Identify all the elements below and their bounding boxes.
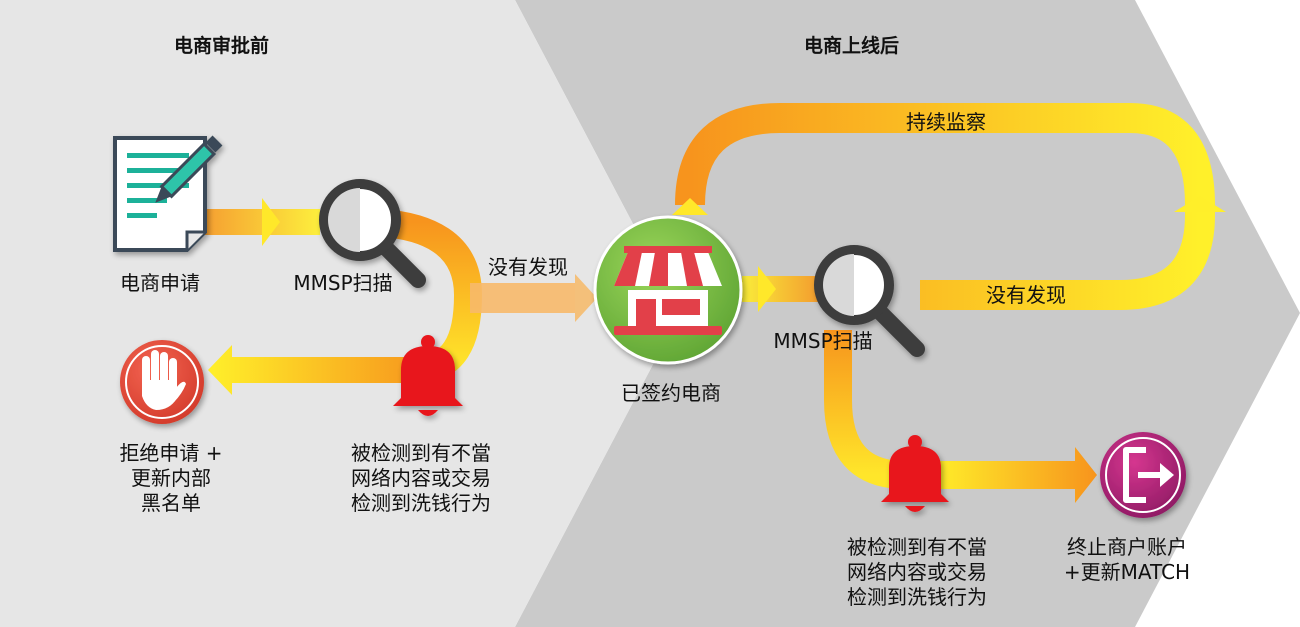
exit-icon (1100, 432, 1186, 518)
flow-chevron (262, 198, 280, 246)
document-pencil-icon (113, 135, 223, 252)
apply-label: 电商申请 (120, 271, 200, 295)
flow-monitoring-loop (675, 103, 1215, 310)
flow-alert-to-reject (208, 345, 430, 395)
reject-label: 拒绝申请 + 更新内部 黑名单 (119, 441, 223, 515)
section-title-before: 电商审批前 (174, 35, 270, 57)
storefront-icon (593, 215, 743, 365)
flow-chevron (672, 198, 708, 215)
flow-alert-to-terminate (930, 447, 1097, 503)
detect2-label: 被检测到有不當 网络内容或交易 检测到洗钱行为 (847, 535, 987, 609)
scan2-label: MMSP扫描 (773, 329, 873, 353)
no-finding-label: 没有发现 (986, 283, 1066, 307)
flow-chevron (758, 266, 776, 312)
flow-apply-to-scan (200, 209, 320, 235)
bell-icon (393, 335, 463, 416)
no-finding-label: 没有发现 (488, 255, 568, 279)
section-title-after: 电商上线后 (804, 35, 900, 57)
magnifier-icon (814, 245, 925, 357)
flow-chevron (1174, 196, 1226, 212)
signed-merchant-label: 已签约电商 (621, 381, 721, 405)
terminate-label: 终止商户账户 +更新MATCH (1063, 535, 1191, 584)
stop-hand-icon (120, 340, 204, 424)
flow-signed-to-scan (742, 276, 822, 302)
magnifier-icon (319, 179, 426, 288)
bell-icon (881, 435, 949, 512)
monitoring-label: 持续监察 (906, 110, 986, 134)
scan1-label: MMSP扫描 (293, 271, 393, 295)
flow-arrowhead (575, 274, 597, 322)
detect1-label: 被检测到有不當 网络内容或交易 检测到洗钱行为 (351, 441, 491, 515)
flow-no-finding-to-signed (470, 283, 575, 313)
